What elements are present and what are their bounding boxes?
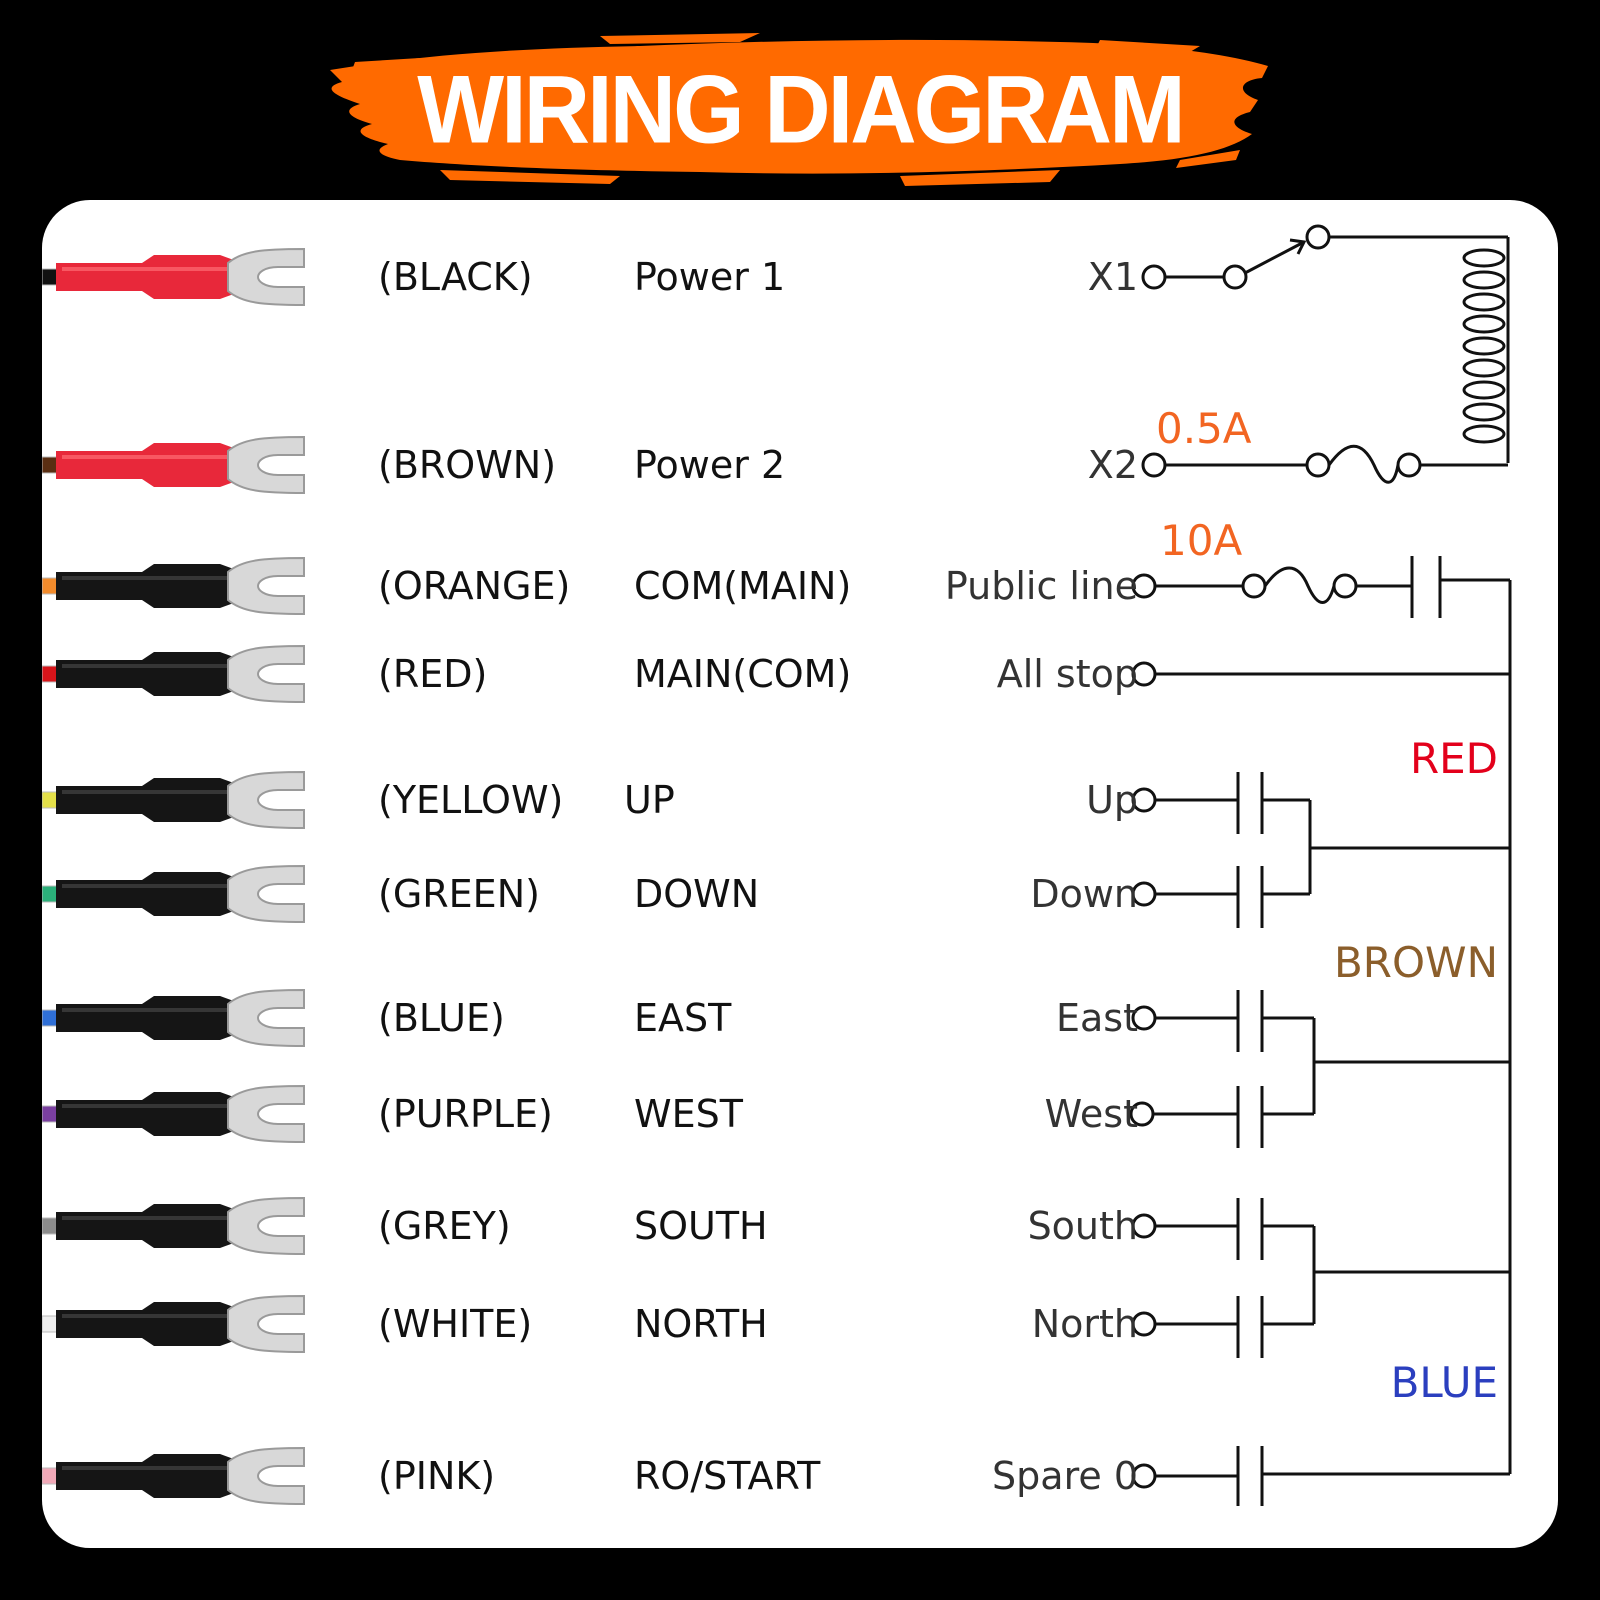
wire-color-label: (BLACK) [378,255,533,299]
wire-function-label: Power 1 [634,255,786,299]
wire-function-label: COM(MAIN) [634,564,852,608]
wire-3-cable [42,556,305,616]
terminal-label: All stop [996,652,1138,696]
wire-11-cable [42,1446,305,1506]
diagram-panel: (BLACK) Power 1 X1 (BROWN) Power 2 X2 (ORANGE)… [42,200,1558,1548]
wire-color-label: (GREY) [378,1204,511,1248]
wire-function-label: DOWN [634,872,760,916]
page-title: WIRING DIAGRAM [417,56,1185,164]
terminal-label: West [1044,1092,1138,1136]
terminal-label: Spare 0 [992,1454,1138,1498]
up-down-contacts [1131,772,1510,928]
wire-10-cable [42,1294,305,1354]
fuse-small-label: 0.5A [1156,404,1252,453]
all-stop-line [1131,661,1510,687]
wire-color-label: (WHITE) [378,1302,533,1346]
group-label-brown: BROWN [1333,938,1498,987]
group-label-red: RED [1409,734,1498,783]
wire-7-cable [42,988,305,1048]
wire-function-label: WEST [634,1092,743,1136]
wire-function-label: NORTH [634,1302,768,1346]
wire-6-cable [42,864,305,924]
wire-function-label: UP [624,778,675,822]
terminal-label: Up [1086,778,1138,822]
cable-illustrations [42,247,305,1506]
wire-1-cable [42,247,305,307]
wire-function-label: EAST [634,996,732,1040]
wire-8-cable [42,1084,305,1144]
wire-color-label: (YELLOW) [378,778,564,822]
fuse-large-label: 10A [1160,516,1243,565]
wire-function-label: SOUTH [634,1204,768,1248]
wire-function-label: MAIN(COM) [634,652,852,696]
wire-color-label: (BLUE) [378,996,505,1040]
terminal-label: East [1056,996,1138,1040]
fuse-10a [1131,556,1510,618]
wire-function-label: RO/START [634,1454,821,1498]
wire-color-label: (PINK) [378,1454,496,1498]
terminal-label: X2 [1087,443,1138,487]
wire-color-label: (ORANGE) [378,564,571,608]
terminal-label: North [1031,1302,1138,1346]
south-north-contacts [1131,1198,1510,1358]
wire-4-cable [42,644,305,704]
spare-contact [1131,1446,1510,1506]
group-label-blue: BLUE [1390,1358,1498,1407]
terminal-label: South [1027,1204,1138,1248]
wire-5-cable [42,770,305,830]
terminal-label: Public line [944,564,1138,608]
terminal-label: Down [1030,872,1138,916]
wire-2-cable [42,435,305,495]
wire-color-label: (BROWN) [378,443,557,487]
title-banner [330,33,1268,186]
wire-color-label: (RED) [378,652,488,696]
wire-color-label: (PURPLE) [378,1092,553,1136]
wire-function-label: Power 2 [634,443,786,487]
wire-9-cable [42,1196,305,1256]
wire-color-label: (GREEN) [378,872,540,916]
relay-coil [1462,248,1506,444]
east-west-contacts [1129,990,1510,1148]
terminal-label: X1 [1087,255,1138,299]
